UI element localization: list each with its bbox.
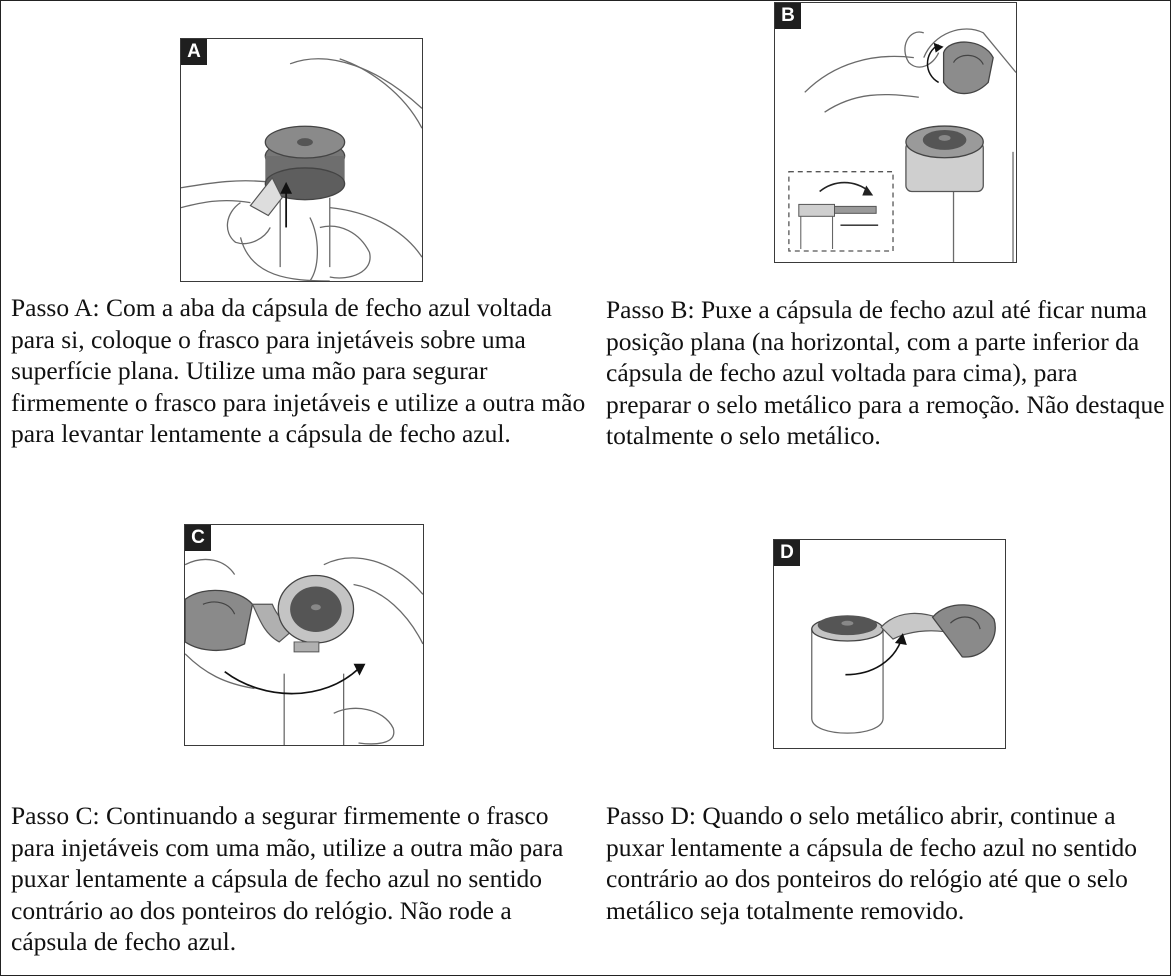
step-a-text: Passo A: Com a aba da cápsula de fecho a… (11, 293, 586, 448)
badge-a: A (181, 39, 207, 65)
cap-rotate-drawing (185, 557, 423, 745)
illustration-step-a: A (180, 38, 423, 282)
vial-cap-lift-drawing (181, 58, 422, 281)
illustration-step-c: C (184, 524, 424, 746)
step-d-text: Passo D: Quando o selo metálico abrir, c… (606, 801, 1138, 925)
illustration-step-d: D (773, 539, 1006, 749)
badge-c: C (185, 525, 211, 551)
seal-removed-drawing (811, 604, 996, 734)
step-c-text: Passo C: Continuando a segurar firmement… (11, 801, 564, 956)
cap-flatten-drawing (788, 28, 1016, 262)
step-b-text: Passo B: Puxe a cápsula de fecho azul at… (606, 295, 1165, 450)
badge-d: D (774, 540, 800, 566)
illustration-step-b: B (774, 2, 1017, 263)
badge-b: B (775, 3, 801, 29)
